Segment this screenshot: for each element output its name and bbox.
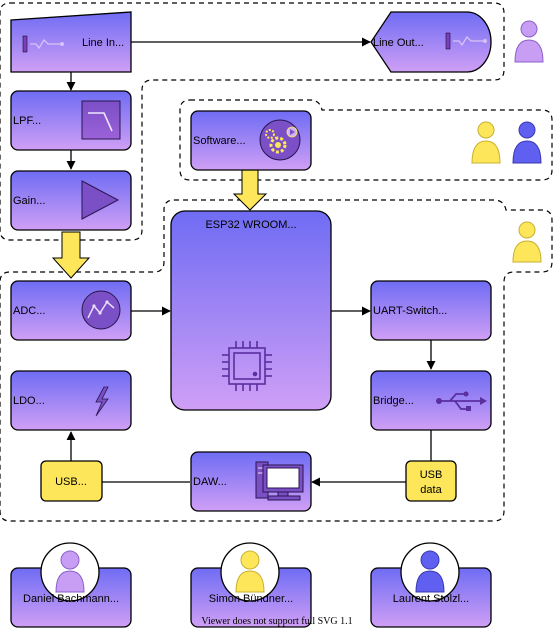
svg-support-note: Viewer does not support full SVG 1.1 — [201, 616, 352, 627]
gear-settings-icon — [259, 119, 301, 161]
line-out-label: Line Out... — [373, 37, 424, 49]
team-card-laurent[interactable]: Laurent Stolzl... — [370, 542, 492, 628]
uart-switch-label: UART-Switch... — [373, 305, 447, 317]
esp32-label: ESP32 WROOM... — [205, 219, 296, 231]
signal-converter-icon — [81, 290, 121, 330]
daw-label: DAW... — [193, 476, 227, 488]
audio-jack-icon — [445, 32, 487, 50]
group-software-outline — [179, 99, 553, 181]
person-icon-purple-group — [514, 20, 544, 63]
ldo-label: LDO... — [13, 395, 45, 407]
person-icon-blue-software — [512, 121, 542, 164]
group-hardware-outline — [0, 199, 553, 522]
daniel-label: Daniel Bachmann... — [23, 593, 119, 605]
block-usb[interactable]: USB... — [40, 460, 103, 502]
computer-icon — [255, 461, 304, 501]
bridge-label: Bridge... — [373, 395, 414, 407]
block-usb-data[interactable]: USB data — [405, 460, 457, 502]
adc-label: ADC... — [13, 305, 45, 317]
block-esp32[interactable]: ESP32 WROOM... — [170, 210, 332, 411]
block-daw[interactable]: DAW... — [190, 451, 312, 512]
block-uart-switch[interactable]: UART-Switch... — [370, 280, 492, 341]
block-gain[interactable]: Gain... — [10, 170, 132, 231]
lpf-label: LPF... — [13, 115, 41, 127]
person-icon-yellow-software — [471, 121, 501, 164]
software-label: Software... — [193, 135, 246, 147]
group-analog-outline — [0, 2, 505, 241]
laurent-label: Laurent Stolzl... — [393, 593, 469, 605]
usb-label: USB... — [55, 476, 87, 488]
block-lpf[interactable]: LPF... — [10, 90, 132, 151]
block-adc[interactable]: ADC... — [10, 280, 132, 341]
block-software[interactable]: Software... — [190, 110, 312, 171]
usb-data-label-line1: USB — [420, 469, 443, 481]
block-ldo[interactable]: LDO... — [10, 370, 132, 431]
person-icon-yellow-hardware — [512, 221, 542, 263]
simon-label: Simon Bündner... — [209, 593, 293, 605]
lightning-bolt-icon — [95, 386, 109, 417]
amplifier-triangle-icon — [81, 180, 120, 220]
line-in-label: Line In... — [82, 37, 124, 49]
person-avatar-icon — [40, 542, 100, 602]
yellow-arrow-software-esp32 — [232, 169, 268, 211]
block-bridge[interactable]: Bridge... — [370, 370, 492, 431]
team-card-daniel[interactable]: Daniel Bachmann... — [10, 542, 132, 628]
team-card-simon[interactable]: Simon Bündner... — [190, 542, 312, 628]
usb-data-label-line2: data — [420, 484, 442, 496]
gain-label: Gain... — [13, 195, 45, 207]
chip-icon — [222, 341, 272, 391]
person-avatar-icon — [220, 542, 280, 602]
yellow-arrow-gain-adc — [51, 231, 91, 279]
lowpass-filter-icon — [81, 100, 121, 140]
block-line-in[interactable]: Line In... — [10, 11, 132, 73]
person-avatar-icon — [400, 542, 460, 602]
audio-jack-icon — [22, 35, 64, 53]
block-line-out[interactable]: Line Out... — [370, 11, 492, 73]
usb-icon — [436, 391, 487, 411]
